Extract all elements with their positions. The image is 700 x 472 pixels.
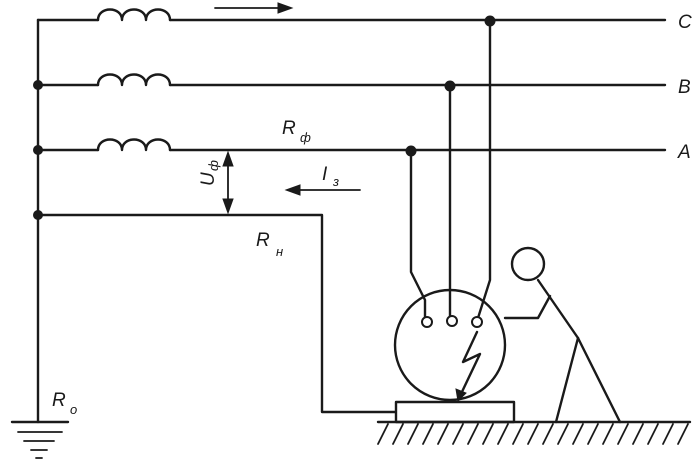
motor-base <box>394 400 516 424</box>
motor-terminal-3 <box>471 316 483 328</box>
motor-housing <box>393 288 507 403</box>
u-phase-subscript: ф <box>206 160 221 171</box>
person-figure <box>503 246 622 424</box>
phase-a-label: A <box>677 142 691 163</box>
r-phase-subscript: ф <box>300 130 311 145</box>
phase-b-label: B <box>678 77 691 98</box>
r-ground-subscript: о <box>70 402 77 417</box>
earth-ground-symbol <box>10 420 70 459</box>
motor-terminal-1 <box>421 316 433 328</box>
u-phase-label: U <box>198 172 219 186</box>
motor-feed-wires <box>409 20 492 320</box>
junction-node-a-left <box>33 145 43 155</box>
fault-current-arrow <box>284 184 361 196</box>
phase-c-label: C <box>678 12 692 33</box>
junction-node-b-left <box>33 80 43 90</box>
phase-voltage-arrow <box>222 150 234 215</box>
r-ground-label: R <box>52 390 66 411</box>
junction-node-neutral-left <box>33 210 43 220</box>
neutral-conductor <box>36 213 397 414</box>
phase-c-coil <box>96 8 172 22</box>
i-fault-label: I <box>322 164 328 185</box>
person-head <box>510 246 546 282</box>
r-neutral-label: R <box>256 230 270 251</box>
ground-hatch <box>376 420 692 445</box>
tap-node-c <box>484 15 496 27</box>
tap-node-a <box>405 145 417 157</box>
tap-node-b <box>444 80 456 92</box>
phase-a-line <box>36 138 667 152</box>
r-phase-label: R <box>282 118 296 139</box>
i-fault-subscript: з <box>332 174 339 189</box>
phase-b-coil <box>96 73 172 87</box>
motor-terminal-2 <box>446 315 458 327</box>
r-neutral-subscript: н <box>276 244 283 259</box>
phase-b-line <box>36 73 667 87</box>
current-direction-arrow <box>214 2 294 14</box>
phase-c-line <box>36 8 667 22</box>
fault-lightning-icon <box>458 330 482 398</box>
phase-a-coil <box>96 138 172 152</box>
